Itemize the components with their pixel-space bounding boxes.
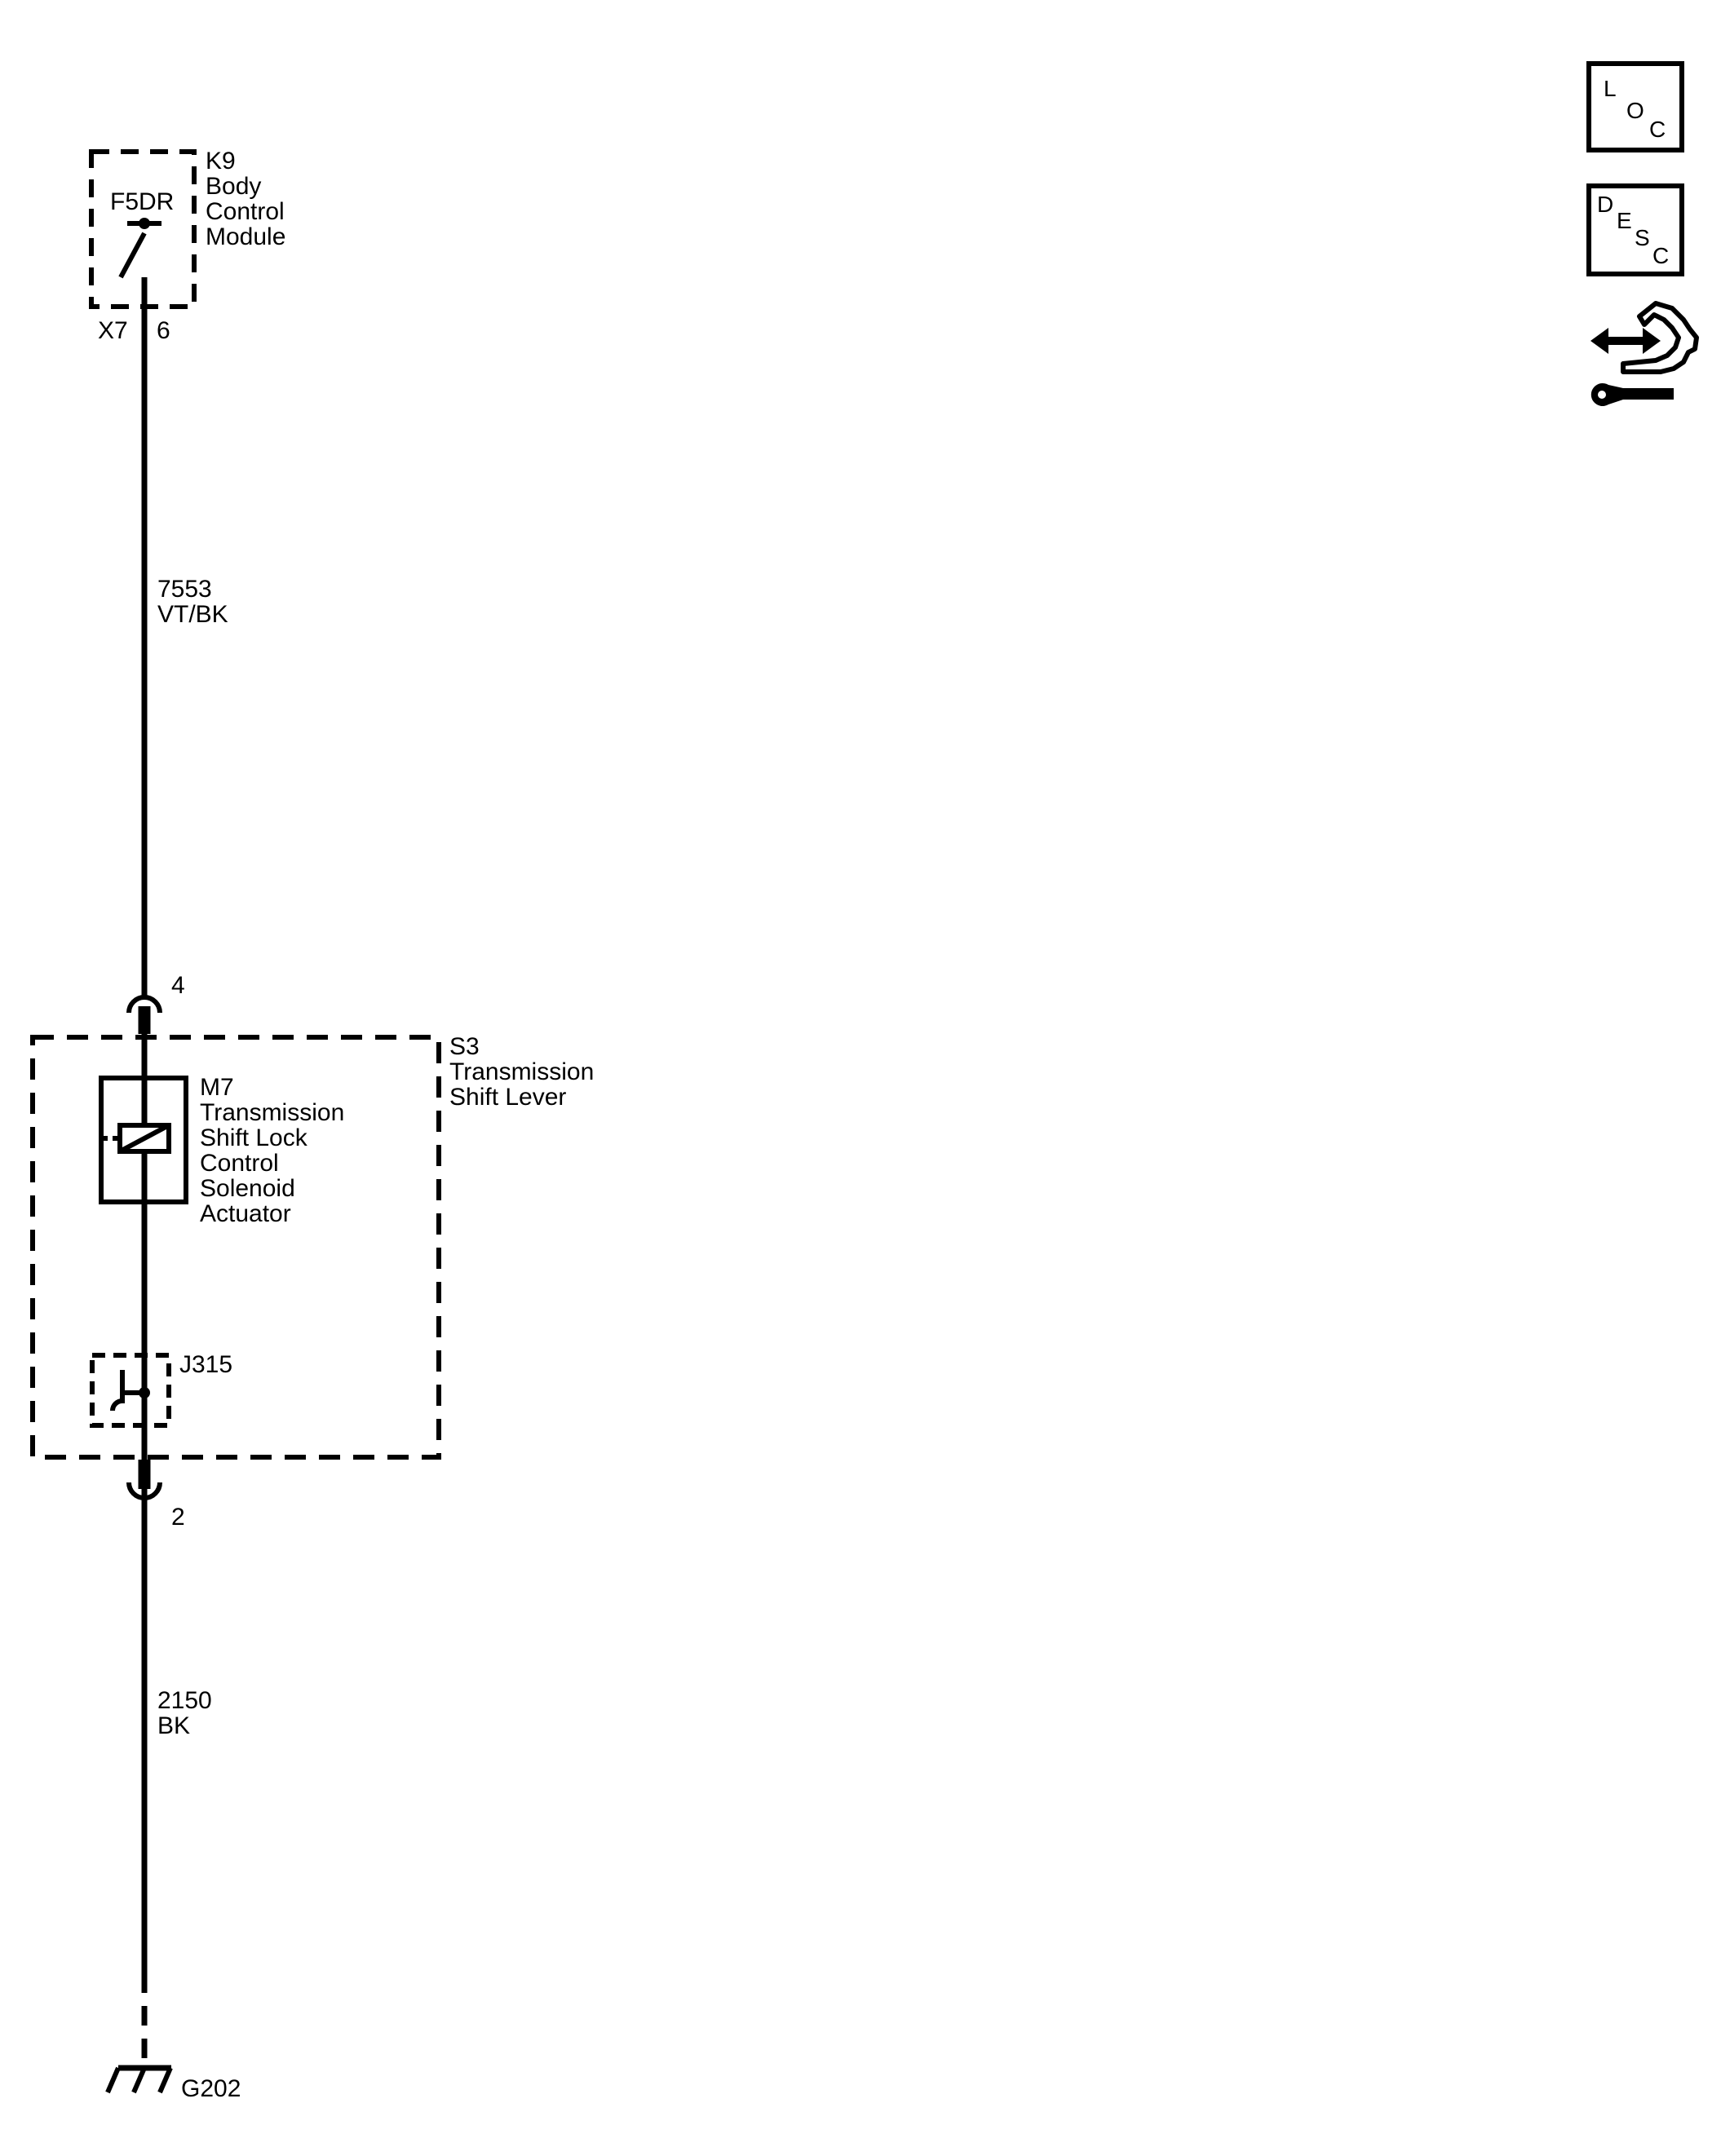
jumper-j315: J315 — [90, 1351, 232, 1428]
jumper-hook — [110, 1370, 125, 1412]
desc-icon-letter-2: E — [1617, 208, 1632, 233]
wire-bottom-circuit: 2150 — [157, 1687, 212, 1714]
loc-icon[interactable]: L O C — [1586, 61, 1684, 152]
shift-lever-dashed-boundary — [30, 1035, 441, 1460]
ground-tick-1 — [105, 2066, 121, 2094]
wire-bottom-color: BK — [157, 1712, 190, 1739]
pin-bottom-label: 2 — [171, 1504, 185, 1531]
loc-icon-letter-2: O — [1626, 98, 1644, 123]
desc-icon-frame — [1586, 183, 1684, 276]
solenoid-coil-diagonal — [118, 1123, 170, 1154]
solenoid-name-line-1: Transmission — [200, 1099, 344, 1126]
jumper-dashed-boundary — [90, 1353, 171, 1428]
desc-icon-letter-1: D — [1597, 192, 1613, 217]
loc-icon-letter-3: C — [1649, 117, 1666, 142]
switch-label: F5DR — [110, 188, 174, 215]
ground-tick-2 — [131, 2066, 147, 2094]
switch-contact-dot — [139, 218, 150, 229]
wrench-jaw-gap — [1598, 391, 1606, 399]
wire-top-circuit: 7553 — [157, 576, 212, 603]
module-name-line-2: Control — [206, 198, 285, 225]
shift-lock-solenoid: M7 Transmission Shift Lock Control Solen… — [99, 1074, 344, 1227]
connector-arc-top — [126, 995, 162, 1014]
loc-icon-frame — [1586, 61, 1684, 152]
shift-lever-ref: S3 — [449, 1033, 480, 1060]
desc-icon[interactable]: D E S C — [1586, 183, 1684, 276]
solenoid-name-line-3: Control — [200, 1150, 279, 1177]
wrench-shape — [1590, 383, 1674, 407]
connector-pin-4: 4 — [126, 972, 185, 1034]
solenoid-name-line-4: Solenoid — [200, 1175, 295, 1202]
jumper-ref: J315 — [179, 1351, 232, 1378]
solenoid-ref: M7 — [200, 1074, 234, 1101]
shift-lever-name-line-1: Transmission — [449, 1058, 594, 1085]
ground-tick-3 — [157, 2066, 173, 2094]
solenoid-name-line-2: Shift Lock — [200, 1124, 308, 1151]
module-ref: K9 — [206, 148, 236, 175]
jumper-splice-dot — [139, 1387, 150, 1398]
shift-lever-name-line-2: Shift Lever — [449, 1084, 566, 1111]
double-arrow-left-head — [1590, 328, 1608, 354]
module-name-line-3: Module — [206, 223, 285, 250]
module-name-line-1: Body — [206, 173, 261, 200]
hand-wrench-icon[interactable] — [1590, 301, 1699, 407]
double-arrow-right-head — [1643, 328, 1661, 354]
ground-g202: G202 — [105, 2065, 241, 2102]
ground-ref: G202 — [181, 2075, 241, 2102]
desc-icon-letter-3: S — [1635, 225, 1650, 250]
shift-lever-assembly: S3 Transmission Shift Lever — [30, 1033, 594, 1460]
wire-top-color: VT/BK — [157, 601, 228, 628]
switch-blade — [118, 232, 147, 279]
solenoid-name-line-5: Actuator — [200, 1200, 291, 1227]
desc-icon-letter-4: C — [1652, 243, 1669, 268]
connector-pin-2: 2 — [126, 1460, 185, 1531]
connector-pin: 6 — [157, 317, 170, 344]
connector-label: X7 — [98, 317, 128, 344]
body-control-module: F5DR K9 Body Control Module X7 6 — [89, 148, 285, 344]
loc-icon-letter-1: L — [1604, 76, 1617, 101]
hand-outline — [1621, 301, 1699, 374]
pin-top-label: 4 — [171, 972, 185, 999]
